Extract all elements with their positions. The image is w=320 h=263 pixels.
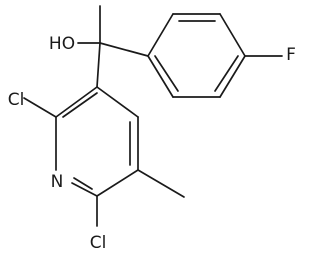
bond-phenyl-6 [147,55,174,98]
bond-pyridine-3 [96,169,139,197]
bond-pyridine-1 [96,86,139,118]
bond-pyridine-6 [55,86,98,118]
bond-group [23,5,283,227]
bond-phenyl-double-2 [214,55,239,92]
atom-hydroxyl: HO [49,34,75,54]
atom-chlorine-top: Cl [8,90,25,110]
bond-pyridine-4 [71,182,98,197]
bond-phenyl-double-3 [154,55,179,92]
molecule-structure-diagram: HO F Cl N Cl [8,5,296,253]
bond-phenyl-1 [147,13,174,57]
bond-pyridine-double-3 [62,92,98,118]
bond-phenyl-3 [219,13,246,57]
bond-chlorine-top [23,97,57,118]
bond-phenyl-4 [219,55,246,98]
bond-methyl-ring [137,169,185,198]
bond-pyridine-double-2 [73,177,93,190]
atom-nitrogen: N [51,172,64,192]
bond-carbon-pyridine [96,42,101,88]
atom-chlorine-bottom: Cl [90,233,107,253]
atom-fluorine: F [286,45,296,65]
bond-carbon-aryl [99,42,149,57]
atom-label-group: HO F Cl N Cl [8,34,296,253]
